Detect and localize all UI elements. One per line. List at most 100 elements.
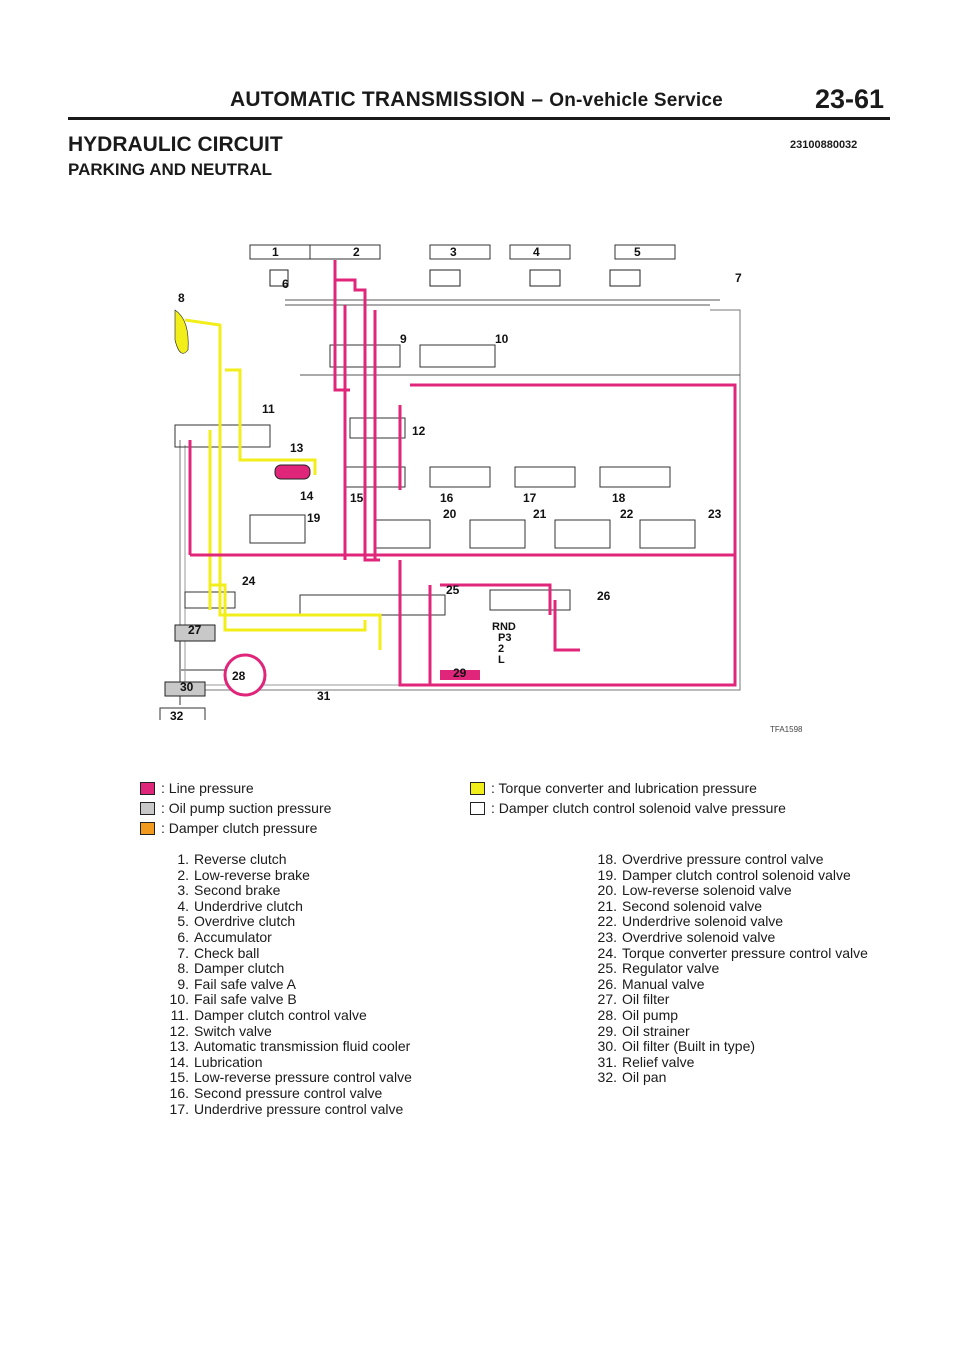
part-number: 13. (169, 1038, 189, 1055)
callout-19: 19 (307, 511, 321, 525)
callout-25: 25 (446, 583, 460, 597)
part-item: 19.Damper clutch control solenoid valve (590, 866, 880, 884)
callout-23: 23 (708, 507, 722, 521)
part-name: Underdrive solenoid valve (622, 913, 784, 930)
part-number: 4. (177, 897, 189, 914)
part-item: 30. Oil filter (Built in type) (590, 1039, 880, 1055)
header-rule (68, 117, 890, 120)
part-number: 2. (177, 866, 189, 883)
part-number: 17. (169, 1100, 189, 1117)
callout-16: 16 (440, 491, 454, 505)
solenoid-swatch (470, 801, 485, 815)
header-title: AUTOMATIC TRANSMISSION – On-vehicle Serv… (230, 88, 723, 112)
part-number: 25. (597, 960, 617, 977)
manual-position-label: P3 (498, 632, 511, 644)
legend-solenoid-label: : Damper clutch control solenoid valve p… (491, 800, 786, 816)
legend-torque: : Torque converter and lubrication press… (470, 780, 757, 796)
part-number: 16. (169, 1084, 189, 1101)
part-name: Accumulator (194, 928, 272, 945)
part-name: Fail safe valve A (194, 975, 296, 992)
part-name: Automatic transmission fluid cooler (194, 1038, 411, 1055)
part-item: 31.Relief valve (590, 1053, 880, 1071)
part-number: 11. (170, 1006, 189, 1023)
part-item: 9.Fail safe valve A (162, 975, 492, 993)
part-number: 24. (597, 944, 617, 961)
callout-27: 27 (188, 623, 202, 637)
part-number: 6. (177, 928, 189, 945)
part-number: 7. (177, 944, 189, 961)
callout-31: 31 (317, 689, 331, 703)
document-code: 23100880032 (790, 139, 858, 151)
part-name: Second pressure control valve (194, 1084, 383, 1101)
legend-suction-label: : Oil pump suction pressure (161, 800, 332, 816)
callout-7: 7 (735, 271, 742, 285)
part-name: Reverse clutch (194, 851, 287, 867)
part-item: 2. Low-reverse brake (162, 866, 492, 884)
callout-26: 26 (597, 589, 611, 603)
part-number: 21. (597, 897, 617, 914)
part-item: 10. Fail safe valve B (162, 992, 492, 1008)
damper-swatch (140, 821, 155, 835)
part-number: 19. (597, 866, 617, 883)
header-title-main: AUTOMATIC TRANSMISSION (230, 88, 526, 111)
torque-swatch (470, 781, 485, 795)
part-item: 3.Second brake (162, 883, 492, 899)
callout-12: 12 (412, 424, 426, 438)
part-item: 24.Torque converter pressure control val… (590, 944, 880, 962)
callout-24: 24 (242, 574, 256, 588)
part-item: 1.Reverse clutch (162, 851, 492, 868)
part-name: Low-reverse brake (194, 866, 310, 883)
legend-line-pressure: : Line pressure (140, 780, 254, 796)
callout-30: 30 (180, 680, 194, 694)
part-name: Underdrive clutch (194, 897, 303, 914)
callout-3: 3 (450, 245, 457, 259)
oil-pump-graphic (223, 653, 267, 697)
callout-6: 6 (282, 277, 289, 291)
part-name: Damper clutch (194, 960, 285, 977)
header-title-sub: On-vehicle Service (549, 90, 723, 111)
part-number: 5. (177, 913, 189, 930)
part-name: Low-reverse pressure control valve (194, 1069, 412, 1086)
manual-position-label: L (498, 654, 505, 666)
part-name: Oil filter (622, 991, 670, 1008)
part-number: 3. (177, 882, 189, 899)
part-item: 29.Oil strainer (590, 1022, 880, 1040)
part-item: 6. Accumulator (162, 928, 492, 946)
part-name: Check ball (194, 944, 260, 961)
part-name: Overdrive pressure control valve (622, 851, 824, 867)
callout-21: 21 (533, 507, 547, 521)
part-number: 10. (169, 991, 189, 1008)
callout-22: 22 (620, 507, 634, 521)
legend-damper: : Damper clutch pressure (140, 820, 317, 836)
part-name: Overdrive solenoid valve (622, 928, 776, 945)
part-number: 31. (597, 1053, 617, 1070)
callout-5: 5 (634, 245, 641, 259)
legend-damper-label: : Damper clutch pressure (161, 820, 318, 836)
part-number: 23. (597, 928, 617, 945)
part-item: 14.Lubrication (162, 1054, 492, 1071)
part-name: Second solenoid valve (622, 897, 763, 914)
part-name: Oil filter (Built in type) (622, 1038, 756, 1055)
part-name: Underdrive pressure control valve (194, 1100, 404, 1117)
callout-13: 13 (290, 441, 304, 455)
part-number: 15. (169, 1069, 189, 1086)
part-number: 26. (597, 975, 617, 992)
page-number: 23-61 (815, 84, 885, 114)
part-name: Oil pump (622, 1006, 679, 1023)
part-item: 25. Regulator valve (590, 961, 880, 977)
callout-28: 28 (232, 669, 246, 683)
part-number: 32. (597, 1069, 617, 1086)
part-number: 20. (597, 882, 617, 899)
part-item: 8.Damper clutch (162, 961, 492, 977)
part-number: 30. (597, 1038, 617, 1055)
legend-line-pressure-label: : Line pressure (161, 780, 254, 796)
part-item: 12.Switch valve (162, 1023, 492, 1040)
callout-15: 15 (350, 491, 364, 505)
part-name: Regulator valve (622, 960, 720, 977)
part-number: 29. (597, 1022, 617, 1039)
section-title: HYDRAULIC CIRCUIT (68, 133, 283, 156)
callout-10: 10 (495, 332, 509, 346)
part-name: Fail safe valve B (194, 991, 297, 1008)
